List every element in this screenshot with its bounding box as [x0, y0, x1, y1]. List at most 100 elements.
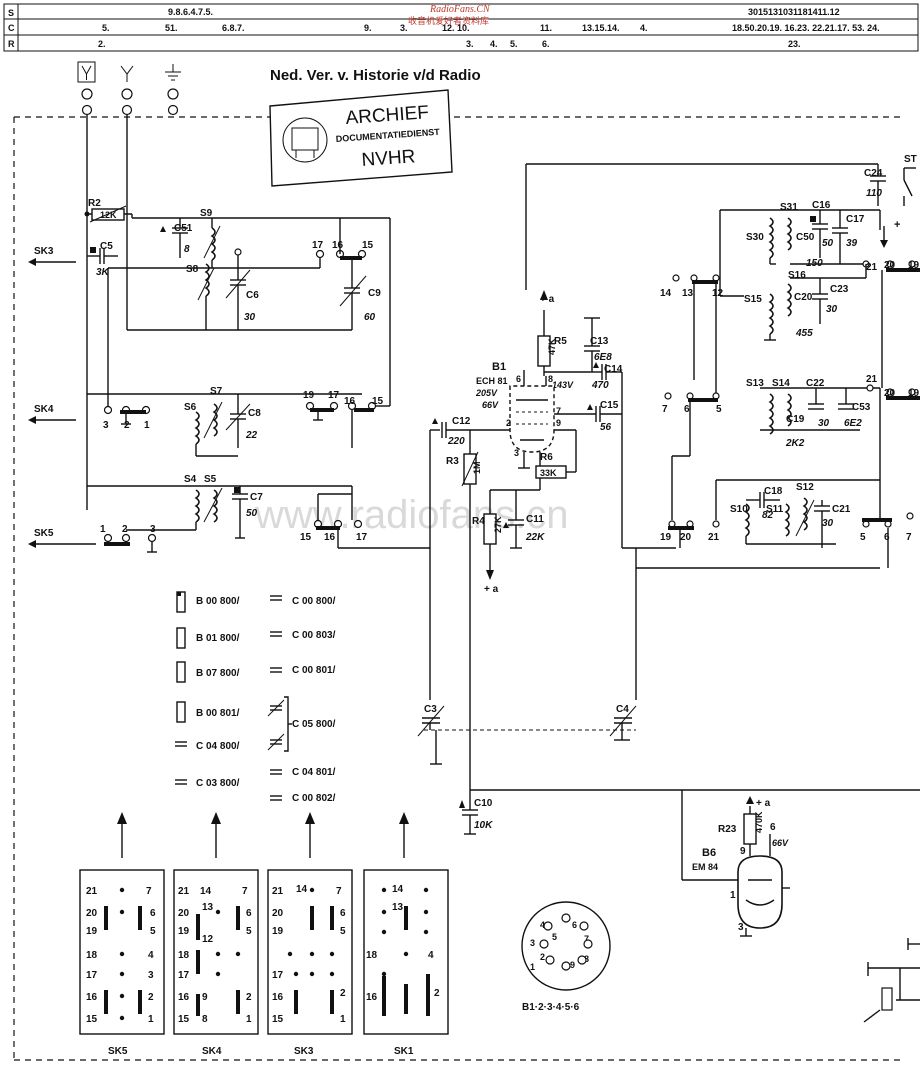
pin-12-r: 12: [712, 288, 724, 299]
r6-label: R6: [540, 452, 553, 463]
header-c-10: 18.50.20.19. 16.23. 22.21.17. 53. 24.: [732, 23, 880, 33]
st-label: ST: [904, 154, 917, 165]
c21-value: 30: [822, 518, 834, 529]
c6-value: 30: [244, 312, 256, 323]
watermark-top-line1: RadioFans.CN: [429, 4, 491, 15]
sk4-l4: 18: [178, 950, 190, 961]
legend-right-4: C 05 800/: [292, 719, 336, 730]
pin-19-r2: 19: [908, 388, 920, 399]
c17-value: 39: [846, 238, 858, 249]
switch-bank-sk1: 18 16 14 13 4 2 SK1: [363, 869, 449, 1057]
sk3-l3: 19: [272, 926, 284, 937]
sk3-l5: 16: [272, 992, 284, 1003]
c51-label: C51: [174, 223, 193, 234]
c12-label: C12: [452, 416, 471, 427]
r2-label: R2: [88, 198, 101, 209]
archive-stamp: ARCHIEF DOCUMENTATIEDIENST NVHR: [269, 89, 453, 187]
header-row-s: S: [8, 8, 14, 18]
r5-label: R5: [554, 336, 567, 347]
header-r-4: 5.: [510, 39, 518, 49]
sk4-label: SK4: [34, 404, 54, 415]
socket-pin-1: 1: [530, 962, 535, 972]
s15-label: S15: [744, 294, 762, 305]
switch-bank-sk4: 21 20 19 18 17 16 15 14 13 12 9 8 7 6 5 …: [173, 869, 259, 1057]
c19-label: C19: [786, 414, 805, 425]
sk4-r2: 6: [246, 908, 252, 919]
legend-right-2: C 00 803/: [292, 630, 336, 641]
socket-pin-8: 8: [584, 954, 589, 964]
antenna-terminals: [77, 61, 181, 510]
sk4-l2: 20: [178, 908, 190, 919]
c24-label: C24: [864, 168, 883, 179]
r3-value: 1M: [472, 461, 482, 474]
header-c-3: 6.8.7.: [222, 23, 245, 33]
pin-19-r1: 19: [908, 260, 920, 271]
legend-left-3: B 07 800/: [196, 668, 240, 679]
b1-pin-7: 7: [556, 406, 561, 416]
sk5-r1: 7: [146, 886, 152, 897]
header-c-6: 12. 10.: [442, 23, 470, 33]
c20-value: 455: [795, 328, 813, 339]
socket-pin-3: 3: [530, 938, 535, 948]
s8-label: S8: [186, 264, 199, 275]
c10-value: 10K: [474, 820, 493, 831]
legend-row-2: B 01 800/ C 00 803/: [176, 627, 336, 649]
sk3-l4: 17: [272, 970, 284, 981]
s6-label: S6: [184, 402, 197, 413]
sk3-m1: 14: [296, 884, 308, 895]
legend-left-1: B 00 800/: [196, 596, 240, 607]
legend-row-3: B 07 800/ C 00 801/: [176, 661, 336, 683]
sk1-bank-label: SK1: [394, 1046, 414, 1057]
sk5-l7: 15: [86, 1014, 98, 1025]
sk4-r1: 7: [242, 886, 248, 897]
legend-right-1: C 00 800/: [292, 596, 336, 607]
c53-value: 6E2: [844, 418, 862, 429]
r4-value: 27K: [493, 516, 503, 533]
s7-label: S7: [210, 386, 223, 397]
c22-label: C22: [806, 378, 825, 389]
sk4-m5: 8: [202, 1014, 208, 1025]
sk3-r3: 5: [340, 926, 346, 937]
tube-socket-diagram: 1 2 3 4 6 7 8 9 5 B1·2·3·4·5·6: [521, 901, 611, 1013]
pin-7-r3: 7: [906, 532, 912, 543]
sk1-l1: 18: [366, 950, 378, 961]
b1-pin-8: 8: [548, 374, 553, 384]
sk1-m2: 13: [392, 902, 404, 913]
pin-5-r3: 5: [860, 532, 866, 543]
sk4-l1: 21: [178, 886, 190, 897]
c16-label: C16: [812, 200, 831, 211]
r2-value: 12K: [100, 210, 117, 220]
sk4-r4: 2: [246, 992, 252, 1003]
c19-value: 2K2: [785, 438, 805, 449]
c11-value: 22K: [525, 532, 545, 543]
pin-15-top: 15: [362, 240, 374, 251]
header-c-1: 5.: [102, 23, 110, 33]
pin-20-r2: 20: [884, 388, 896, 399]
sk3-r4: 2: [340, 988, 346, 999]
input-circuit: R2 12K C5 3K C51 8 S9 17: [28, 198, 430, 553]
b6-pin-3: 3: [738, 922, 744, 933]
legend-left-2: B 01 800/: [196, 633, 240, 644]
legend-left-4: B 00 801/: [196, 708, 240, 719]
pin-21-r2: 21: [866, 374, 878, 385]
sk5-l1: 21: [86, 886, 98, 897]
part-legend: B 00 800/ C 00 800/ B 01 800/ C 00 803/ …: [175, 591, 336, 804]
pin-3-low: 3: [150, 524, 156, 535]
s10-label: S10: [730, 504, 748, 515]
c23-label: C23: [830, 284, 849, 295]
c18-value: 82: [762, 510, 774, 521]
header-s-group-1: 9.8.6.4.7.5.: [168, 7, 213, 17]
header-r-3: 4.: [490, 39, 498, 49]
s16-label: S16: [788, 270, 806, 281]
b1-pin-2: 2: [506, 418, 511, 428]
pin-16-mid: 16: [344, 396, 356, 407]
watermark-top-line2: 收音机爱好者资料库: [408, 15, 489, 26]
switch-bank-sk3: 21 20 19 17 16 15 14 7 6 5 2 1 SK3: [267, 869, 353, 1057]
header-row-c: C: [8, 23, 15, 33]
sk4-l3: 19: [178, 926, 190, 937]
sk4-m2: 13: [202, 902, 214, 913]
pin-20-r1: 20: [884, 260, 896, 271]
sk4-r5: 1: [246, 1014, 252, 1025]
header-c-8: 13.15.14.: [582, 23, 620, 33]
pin-16-low: 16: [324, 532, 336, 543]
